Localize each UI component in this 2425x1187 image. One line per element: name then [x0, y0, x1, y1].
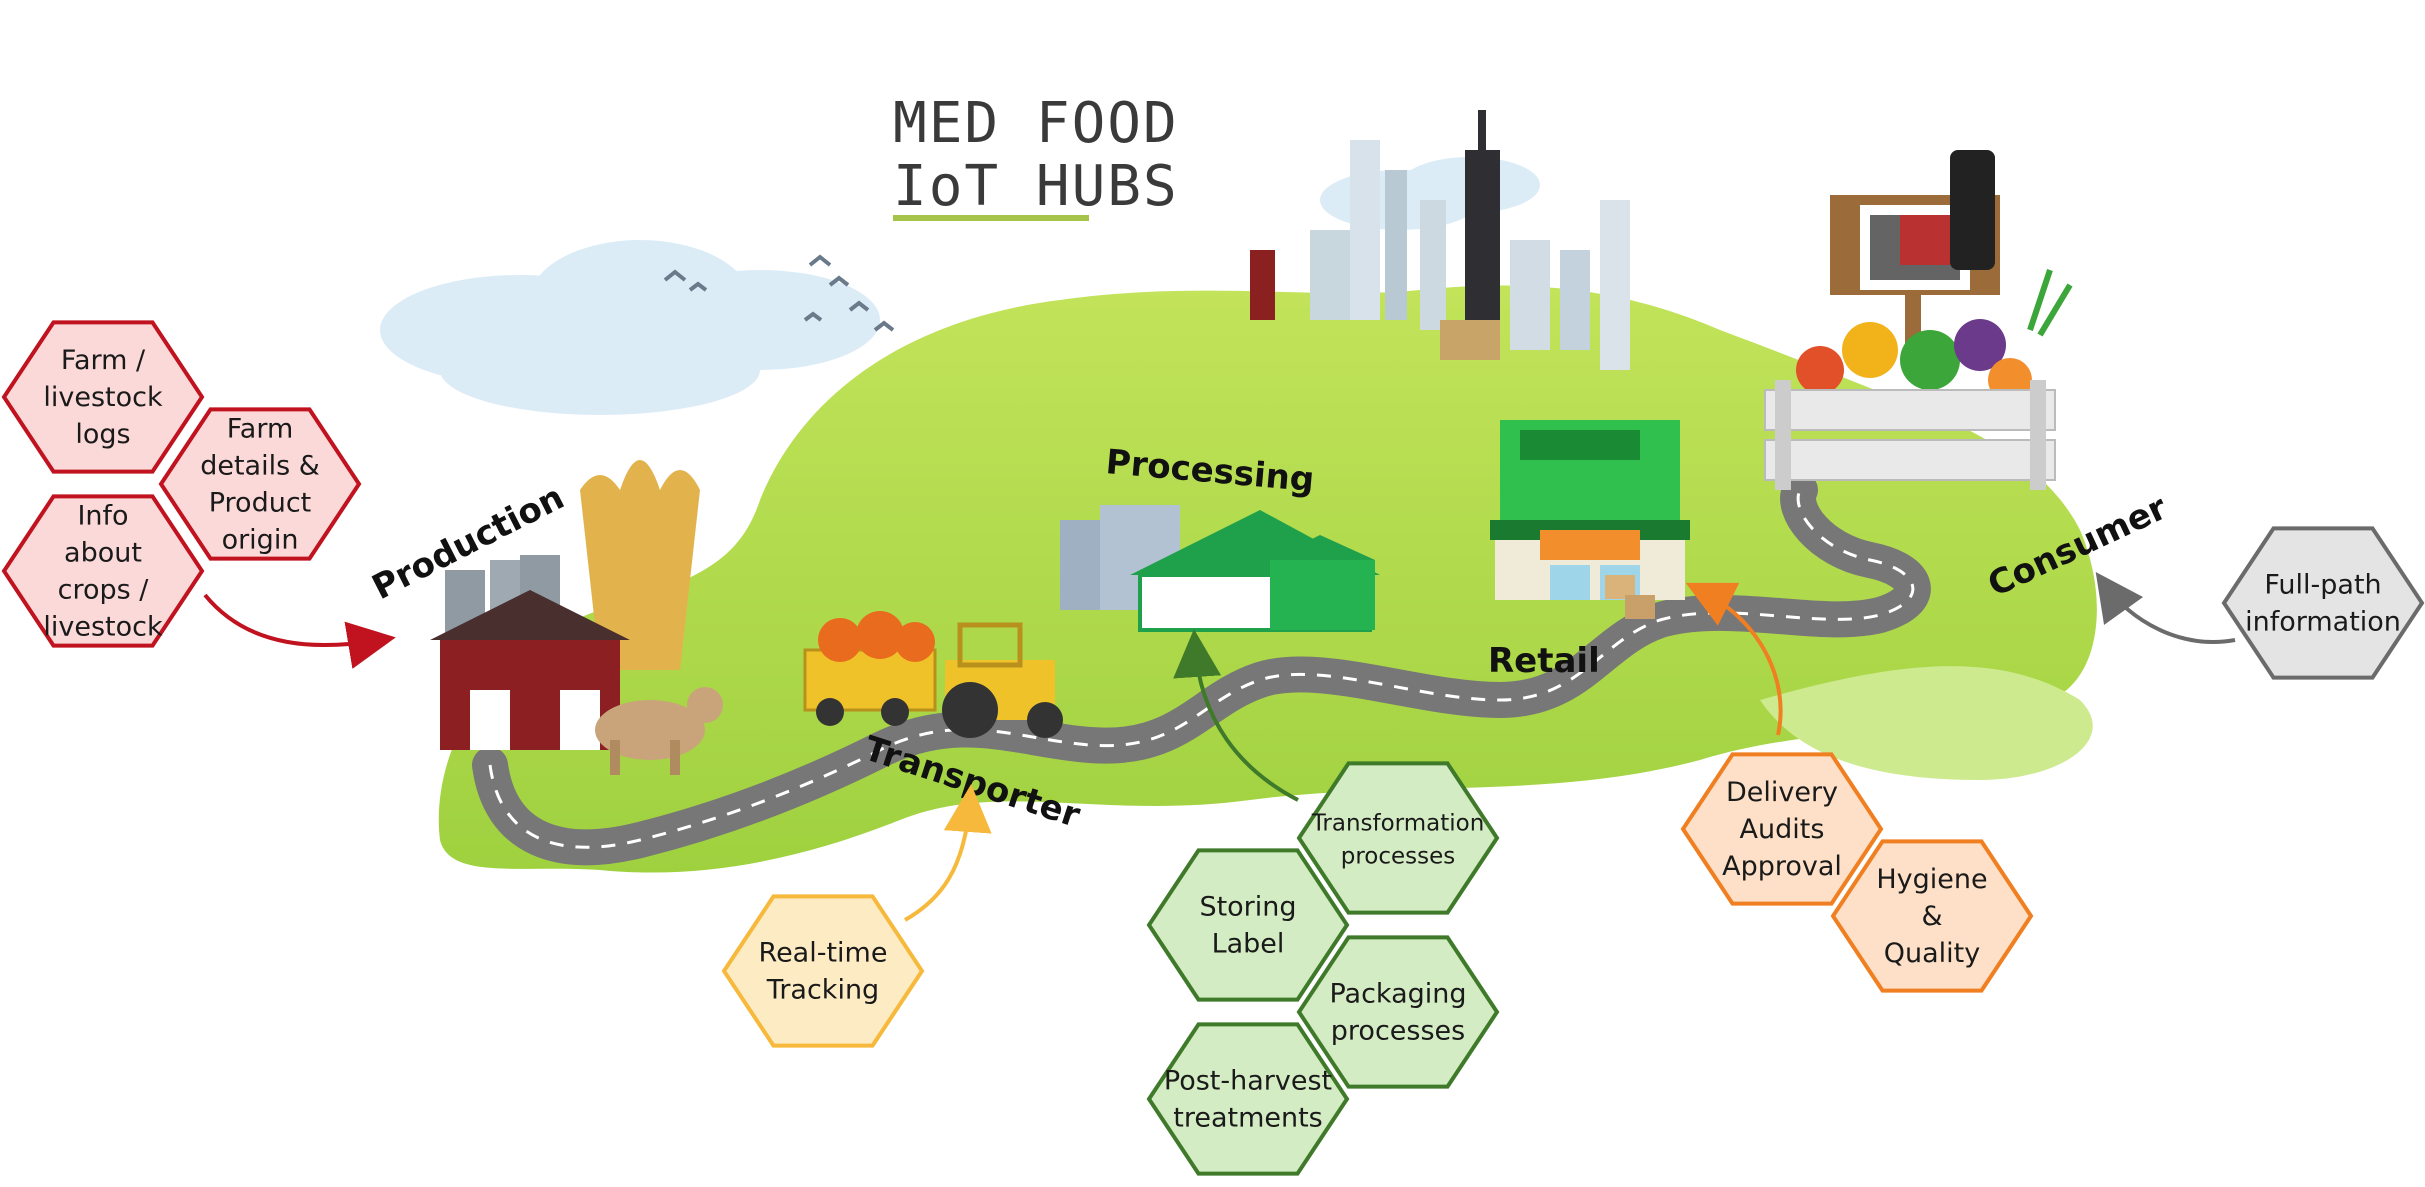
retail-hexagon-label: &: [1921, 901, 1942, 932]
production-hexagon-label: logs: [75, 419, 130, 450]
lower-hill: [1760, 666, 2093, 780]
arrow-transporter: [904, 784, 992, 922]
consumer-hexagon-1: Full-path information: [2221, 526, 2425, 680]
transport-hexagon-label: Real-time: [759, 938, 888, 969]
processing-hexagon-label: Transformation: [1311, 811, 1485, 837]
processing-hexagon-label: Storing: [1199, 892, 1296, 923]
production-hexagon-shape: [158, 407, 362, 561]
processing-hexagon-shape: [1296, 761, 1500, 915]
tractor-illustration: [803, 611, 1063, 738]
production-hexagon-3: Info about crops / livestock: [1, 494, 205, 648]
production-hexagon-label: livestock: [43, 612, 163, 643]
arrow-consumer: [2095, 571, 2236, 644]
processing-hexagon-label: processes: [1341, 844, 1456, 870]
production-hexagon-label: crops /: [58, 575, 150, 606]
birds-illustration: [663, 254, 895, 332]
retail-hexagon-shape: [1680, 752, 1884, 906]
processing-hexagon-label: processes: [1331, 1016, 1465, 1047]
arrow-processing: [1173, 629, 1299, 802]
retail-hexagon-label: Quality: [1884, 938, 1980, 969]
production-hexagon-label: about: [64, 538, 142, 569]
processing-hexagon-3: Packaging processes: [1296, 935, 1500, 1089]
retail-hexagon-label: Hygiene: [1876, 864, 1987, 895]
retail-hexagon-label: Audits: [1740, 814, 1825, 845]
production-hexagon-label: Farm /: [61, 345, 146, 376]
stage-label-retail: Retail: [1488, 641, 1600, 681]
transport-hexagon-shape: [721, 894, 925, 1048]
processing-hexagon-label: Post-harvest: [1164, 1066, 1332, 1097]
production-hexagon-label: livestock: [43, 382, 163, 413]
arrow-retail: [1685, 582, 1783, 736]
processing-hexagon-label: treatments: [1173, 1103, 1323, 1134]
svg-text:MED FOOD: MED FOOD: [893, 91, 1179, 156]
med-food-iot-hubs-logo: MED FOOD IoT HUBS: [893, 91, 1179, 221]
farm-illustration: [430, 460, 723, 775]
processing-hexagon-shape: [1146, 848, 1350, 1002]
production-hexagon-1: Farm / livestock logs: [1, 320, 205, 474]
production-hexagon-label: Product: [209, 488, 312, 519]
retail-hexagon-label: Delivery: [1726, 777, 1838, 808]
processing-hexagon-shape: [1146, 1022, 1350, 1176]
processing-hexagon-label: Label: [1212, 929, 1285, 960]
consumer-hexagon-label: Full-path: [2264, 570, 2381, 601]
road-lane-markings: [488, 489, 1915, 849]
production-hexagon-label: Info: [77, 501, 128, 532]
city-skyline-illustration: [1250, 110, 1630, 370]
transport-hexagon-label: Tracking: [766, 975, 879, 1006]
production-hexagon-2: Farm details & Product origin: [158, 407, 362, 561]
retail-hexagon-2: Hygiene & Quality: [1830, 839, 2034, 993]
retail-hexagon-label: Approval: [1722, 851, 1842, 882]
consumer-illustration: [1764, 150, 2073, 490]
production-hexagon-label: Farm: [227, 414, 294, 445]
cloud-illustration: [380, 157, 1540, 415]
production-hexagon-shape: [1, 494, 205, 648]
production-hexagon-label: origin: [222, 525, 299, 556]
production-hexagon-shape: [1, 320, 205, 474]
arrow-production: [203, 593, 396, 669]
processing-hexagon-1: Transformation processes: [1296, 761, 1500, 915]
retail-hexagon-shape: [1830, 839, 2034, 993]
consumer-hexagon-shape: [2221, 526, 2425, 680]
svg-text:IoT HUBS: IoT HUBS: [893, 154, 1179, 219]
processing-hexagon-4: Post-harvest treatments: [1146, 1022, 1350, 1176]
consumer-hexagon-label: information: [2245, 607, 2401, 638]
retail-store-illustration: [1490, 420, 1690, 619]
production-hexagon-label: details &: [200, 451, 320, 482]
processing-hexagon-shape: [1296, 935, 1500, 1089]
processing-plant-illustration: [1060, 505, 1380, 632]
hexagon-groups: Farm / livestock logs Farm details & Product o…: [1, 320, 2425, 1176]
processing-hexagon-label: Packaging: [1329, 979, 1466, 1010]
